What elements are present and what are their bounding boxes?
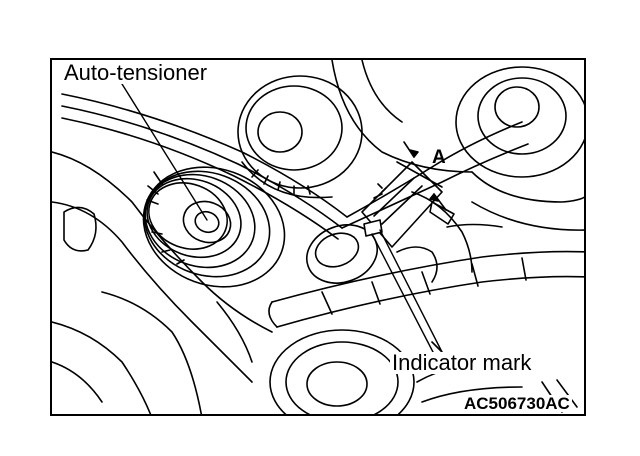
- engine-belt-illustration: [52, 60, 584, 414]
- upper-right-pulley: [331, 60, 584, 231]
- tensioner-body: [306, 161, 443, 284]
- dimension-a-marker: [373, 141, 447, 211]
- engine-housing: [52, 151, 273, 414]
- indicator-mark-label: Indicator mark: [390, 350, 534, 375]
- drive-belt: [61, 93, 584, 328]
- diagram-frame: [50, 58, 586, 416]
- auto-tensioner-pulley: [142, 166, 286, 288]
- figure-code-label: AC506730AC: [462, 394, 572, 413]
- idler-pulley-top: [237, 75, 363, 199]
- dimension-a-label: A: [432, 147, 446, 168]
- auto-tensioner-label: Auto-tensioner: [62, 60, 210, 85]
- leader-lines: [121, 83, 443, 355]
- tensioner-bracket: [396, 191, 503, 283]
- lower-pulley: [269, 329, 578, 414]
